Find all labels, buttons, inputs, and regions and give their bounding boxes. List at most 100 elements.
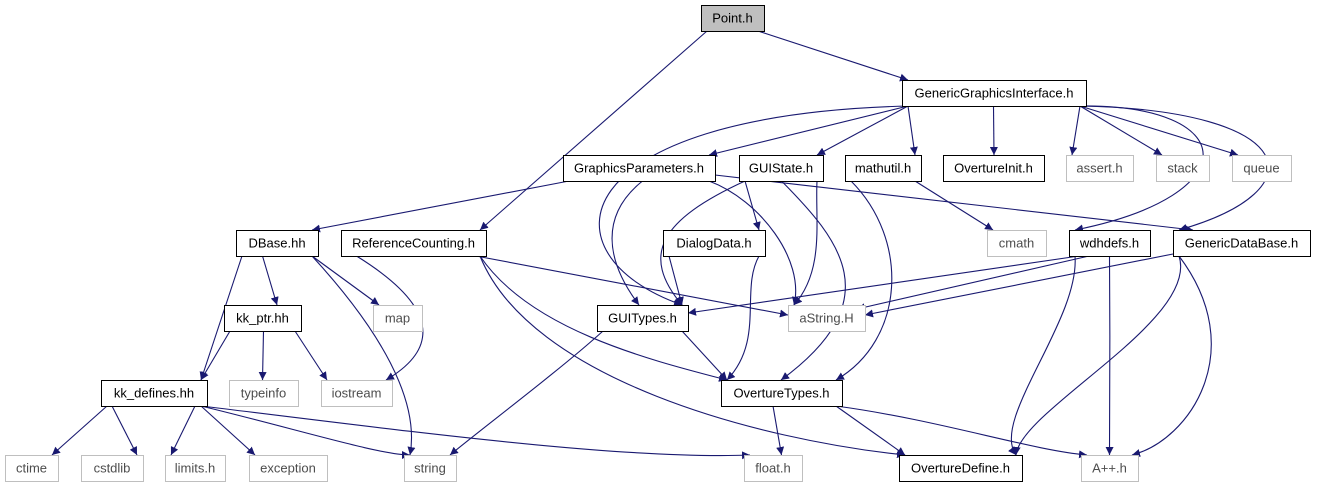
node-label: kk_ptr.hh bbox=[236, 311, 289, 326]
edge-guitypes_h-to-overturetypes_h bbox=[681, 330, 728, 381]
node-box bbox=[165, 455, 226, 482]
node-box bbox=[563, 155, 716, 182]
node-box bbox=[597, 305, 689, 332]
node-overturetypes_h[interactable]: OvertureTypes.h bbox=[721, 380, 843, 407]
node-box bbox=[236, 230, 319, 257]
node-label: typeinfo bbox=[241, 386, 287, 401]
edge-overturetypes_h-to-overturedefine_h bbox=[835, 405, 906, 456]
node-box bbox=[321, 380, 393, 407]
edge-genericdatabase_h-to-overturedefine_h bbox=[1012, 255, 1182, 456]
edge-genericgraphicsinterface_h-to-ovetureinit_h bbox=[989, 105, 998, 156]
node-label: kk_defines.hh bbox=[114, 386, 194, 401]
node-label: GUITypes.h bbox=[608, 311, 677, 326]
node-box bbox=[721, 380, 843, 407]
edge-referencecounting_h-to-overturedefine_h bbox=[479, 255, 906, 459]
node-label: cmath bbox=[999, 236, 1034, 251]
edge-guistate_h-to-astring_h bbox=[793, 180, 818, 306]
node-box bbox=[1173, 230, 1311, 257]
edge-kk_ptr_hh-to-iostream bbox=[294, 330, 328, 381]
node-box bbox=[1081, 455, 1139, 482]
edge-genericgraphicsinterface_h-to-queue bbox=[1079, 105, 1239, 157]
node-stack: stack bbox=[1156, 155, 1210, 182]
node-label: GenericDataBase.h bbox=[1185, 236, 1298, 251]
edge-dialogdata_h-to-guitypes_h bbox=[668, 255, 684, 306]
edge-referencecounting_h-to-iostream bbox=[356, 255, 424, 381]
edge-kk_ptr_hh-to-kk_defines_hh bbox=[200, 330, 231, 381]
node-kk_ptr_hh[interactable]: kk_ptr.hh bbox=[224, 305, 302, 332]
node-label: ctime bbox=[16, 461, 47, 476]
edge-mathutil_h-to-overturetypes_h bbox=[835, 180, 893, 381]
node-exception: exception bbox=[249, 455, 328, 482]
node-overturedefine_h[interactable]: OvertureDefine.h bbox=[899, 455, 1023, 482]
edge-guistate_h-to-overturetypes_h bbox=[780, 180, 846, 381]
node-box bbox=[1156, 155, 1210, 182]
edge-mathutil_h-to-cmath bbox=[914, 180, 994, 231]
node-genericdatabase_h[interactable]: GenericDataBase.h bbox=[1173, 230, 1311, 257]
node-graphicsparameters_h[interactable]: GraphicsParameters.h bbox=[563, 155, 716, 182]
node-referencecounting_h[interactable]: ReferenceCounting.h bbox=[341, 230, 487, 257]
node-box bbox=[341, 230, 487, 257]
node-float_h: float.h bbox=[744, 455, 803, 482]
node-box bbox=[1069, 230, 1151, 257]
node-typeinfo: typeinfo bbox=[229, 380, 299, 407]
edge-kk_defines_hh-to-exception bbox=[200, 405, 256, 456]
node-map: map bbox=[373, 305, 423, 332]
node-kk_defines_hh[interactable]: kk_defines.hh bbox=[101, 380, 208, 407]
edge-genericgraphicsinterface_h-to-genericdatabase_h bbox=[1079, 105, 1270, 232]
node-label: OvertureTypes.h bbox=[733, 386, 829, 401]
node-app_h: A++.h bbox=[1081, 455, 1139, 482]
node-dialogdata_h[interactable]: DialogData.h bbox=[663, 230, 766, 257]
nodes: Point.hGenericGraphicsInterface.hGraphic… bbox=[5, 5, 1311, 482]
node-guistate_h[interactable]: GUIState.h bbox=[739, 155, 824, 182]
node-label: assert.h bbox=[1076, 161, 1122, 176]
node-label: cstdlib bbox=[94, 461, 131, 476]
node-box bbox=[5, 455, 59, 482]
edge-graphicsparameters_h-to-dbase_hh bbox=[311, 180, 570, 233]
node-box bbox=[701, 5, 765, 32]
node-label: GraphicsParameters.h bbox=[574, 161, 704, 176]
node-wdhdefs_h[interactable]: wdhdefs.h bbox=[1069, 230, 1151, 257]
node-ovetureinit_h[interactable]: OvertureInit.h bbox=[943, 155, 1045, 182]
node-box bbox=[373, 305, 423, 332]
node-label: ReferenceCounting.h bbox=[352, 236, 475, 251]
node-assert_h: assert.h bbox=[1066, 155, 1134, 182]
node-iostream: iostream bbox=[321, 380, 393, 407]
edge-graphicsparameters_h-to-guitypes_h bbox=[611, 180, 643, 306]
node-cmath: cmath bbox=[987, 230, 1047, 257]
node-label: wdhdefs.h bbox=[1079, 236, 1139, 251]
edge-point_h-to-genericgraphicsinterface_h bbox=[757, 30, 909, 82]
node-box bbox=[987, 230, 1047, 257]
edge-wdhdefs_h-to-guitypes_h bbox=[687, 255, 1080, 316]
node-label: Point.h bbox=[712, 11, 752, 26]
node-mathutil_h[interactable]: mathutil.h bbox=[845, 155, 922, 182]
node-genericgraphicsinterface_h[interactable]: GenericGraphicsInterface.h bbox=[902, 80, 1087, 107]
node-label: map bbox=[385, 311, 410, 326]
edge-point_h-to-referencecounting_h bbox=[479, 30, 708, 231]
node-box bbox=[744, 455, 803, 482]
edge-kk_defines_hh-to-ctime bbox=[51, 405, 108, 456]
node-box bbox=[739, 155, 824, 182]
node-label: aString.H bbox=[799, 311, 853, 326]
node-label: limits.h bbox=[175, 461, 215, 476]
node-box bbox=[1066, 155, 1134, 182]
node-string: string bbox=[404, 455, 457, 482]
edge-dbase_hh-to-kk_ptr_hh bbox=[261, 255, 279, 306]
edge-wdhdefs_h-to-overturedefine_h bbox=[1008, 255, 1076, 456]
edge-genericgraphicsinterface_h-to-guistate_h bbox=[816, 105, 909, 156]
node-box bbox=[943, 155, 1045, 182]
edge-kk_defines_hh-to-float_h bbox=[200, 405, 751, 460]
edge-overturetypes_h-to-app_h bbox=[835, 405, 1088, 459]
node-box bbox=[101, 380, 208, 407]
node-box bbox=[229, 380, 299, 407]
node-label: float.h bbox=[755, 461, 790, 476]
edge-dbase_hh-to-kk_defines_hh bbox=[199, 255, 243, 381]
edge-genericgraphicsinterface_h-to-graphicsparameters_h bbox=[708, 105, 909, 157]
edge-dbase_hh-to-string bbox=[311, 255, 416, 456]
node-guitypes_h[interactable]: GUITypes.h bbox=[597, 305, 689, 332]
node-box bbox=[224, 305, 302, 332]
node-label: OvertureDefine.h bbox=[911, 461, 1010, 476]
node-label: stack bbox=[1167, 161, 1198, 176]
edge-wdhdefs_h-to-astring_h bbox=[856, 255, 1090, 312]
node-point_h[interactable]: Point.h bbox=[701, 5, 765, 32]
node-dbase_hh[interactable]: DBase.hh bbox=[236, 230, 319, 257]
